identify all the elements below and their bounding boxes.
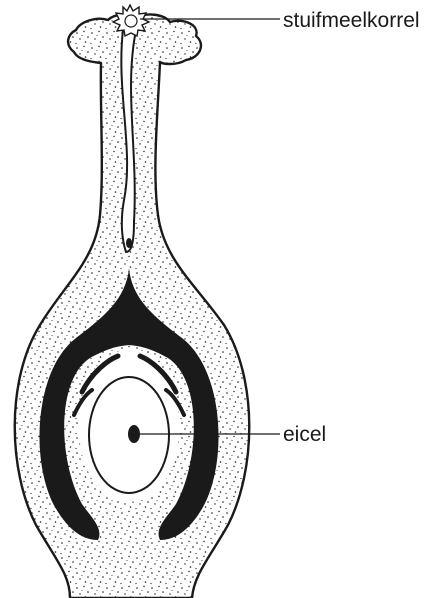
pollen-tube-tip: [126, 238, 132, 248]
egg-cell-label: eicel: [283, 424, 326, 445]
pollen-grain-core: [125, 15, 137, 27]
egg-cell: [128, 425, 140, 443]
pollen-grain-label: stuifmeelkorrel: [283, 10, 420, 31]
